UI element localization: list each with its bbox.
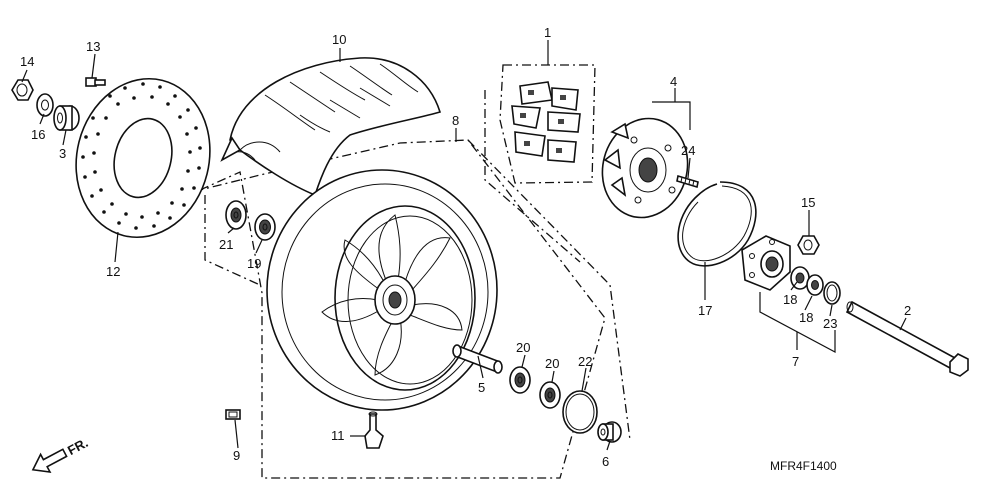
callout-3: 3 bbox=[59, 146, 66, 161]
callout-21: 21 bbox=[219, 237, 233, 252]
callout-numbers: 1 2 3 4 5 6 7 8 9 10 11 12 13 14 15 16 1… bbox=[20, 25, 911, 469]
o-ring-22 bbox=[562, 390, 598, 434]
callout-23: 23 bbox=[823, 316, 837, 331]
callout-8: 8 bbox=[452, 113, 459, 128]
rear-axle bbox=[845, 300, 969, 377]
tire-valve bbox=[364, 411, 384, 449]
balance-weight bbox=[225, 409, 241, 420]
callout-1: 1 bbox=[544, 25, 551, 40]
callout-18b: 18 bbox=[799, 310, 813, 325]
o-ring-23 bbox=[823, 281, 841, 305]
group-outline-axle-parts bbox=[467, 139, 631, 441]
bearing-20-a bbox=[509, 366, 531, 394]
callout-19: 19 bbox=[247, 256, 261, 271]
callout-18a: 18 bbox=[783, 292, 797, 307]
axle-nut bbox=[797, 235, 820, 255]
callout-16: 16 bbox=[31, 127, 45, 142]
callout-4: 4 bbox=[670, 74, 677, 89]
wheel-bearing-21 bbox=[225, 200, 247, 230]
wheel-damper-rubbers bbox=[511, 81, 581, 163]
callout-15: 15 bbox=[801, 195, 815, 210]
diagram-code: MFR4F1400 bbox=[770, 459, 837, 473]
bearing-18-b bbox=[806, 274, 824, 296]
driven-flange bbox=[601, 117, 689, 219]
side-collar-hub bbox=[741, 235, 791, 291]
callout-12: 12 bbox=[106, 264, 120, 279]
callout-20b: 20 bbox=[545, 356, 559, 371]
callout-2: 2 bbox=[904, 303, 911, 318]
bearing-20-b bbox=[539, 381, 561, 409]
callout-20a: 20 bbox=[516, 340, 530, 355]
collar-3 bbox=[53, 105, 80, 131]
callout-22: 22 bbox=[578, 354, 592, 369]
snap-ring bbox=[677, 181, 757, 267]
front-direction-label: FR. bbox=[65, 435, 91, 458]
callout-13: 13 bbox=[86, 39, 100, 54]
front-arrow-icon bbox=[31, 448, 68, 473]
nut-hex bbox=[11, 79, 34, 101]
callout-10: 10 bbox=[332, 32, 346, 47]
callout-5: 5 bbox=[478, 380, 485, 395]
collar-6 bbox=[597, 421, 622, 443]
wheel-bearing-19 bbox=[254, 213, 276, 241]
group-outline-damper-rubbers bbox=[499, 64, 596, 184]
callout-14: 14 bbox=[20, 54, 34, 69]
tire bbox=[220, 57, 442, 197]
brake-disc bbox=[75, 77, 211, 239]
callout-24: 24 bbox=[681, 143, 695, 158]
callout-6: 6 bbox=[602, 454, 609, 469]
rear-wheel-rim bbox=[266, 169, 498, 411]
group-outline-wheel-bearings bbox=[204, 195, 261, 286]
distance-collar bbox=[452, 344, 503, 374]
callout-7: 7 bbox=[792, 354, 799, 369]
group-outline-driven-flange bbox=[484, 90, 581, 263]
front-direction-indicator: FR. bbox=[31, 435, 91, 473]
callout-17: 17 bbox=[698, 303, 712, 318]
leader-lines bbox=[21, 40, 907, 451]
callout-9: 9 bbox=[233, 448, 240, 463]
callout-11: 11 bbox=[331, 428, 345, 443]
bolt-13 bbox=[85, 77, 106, 87]
stud-bolt bbox=[676, 174, 699, 189]
washer-16 bbox=[36, 93, 54, 117]
